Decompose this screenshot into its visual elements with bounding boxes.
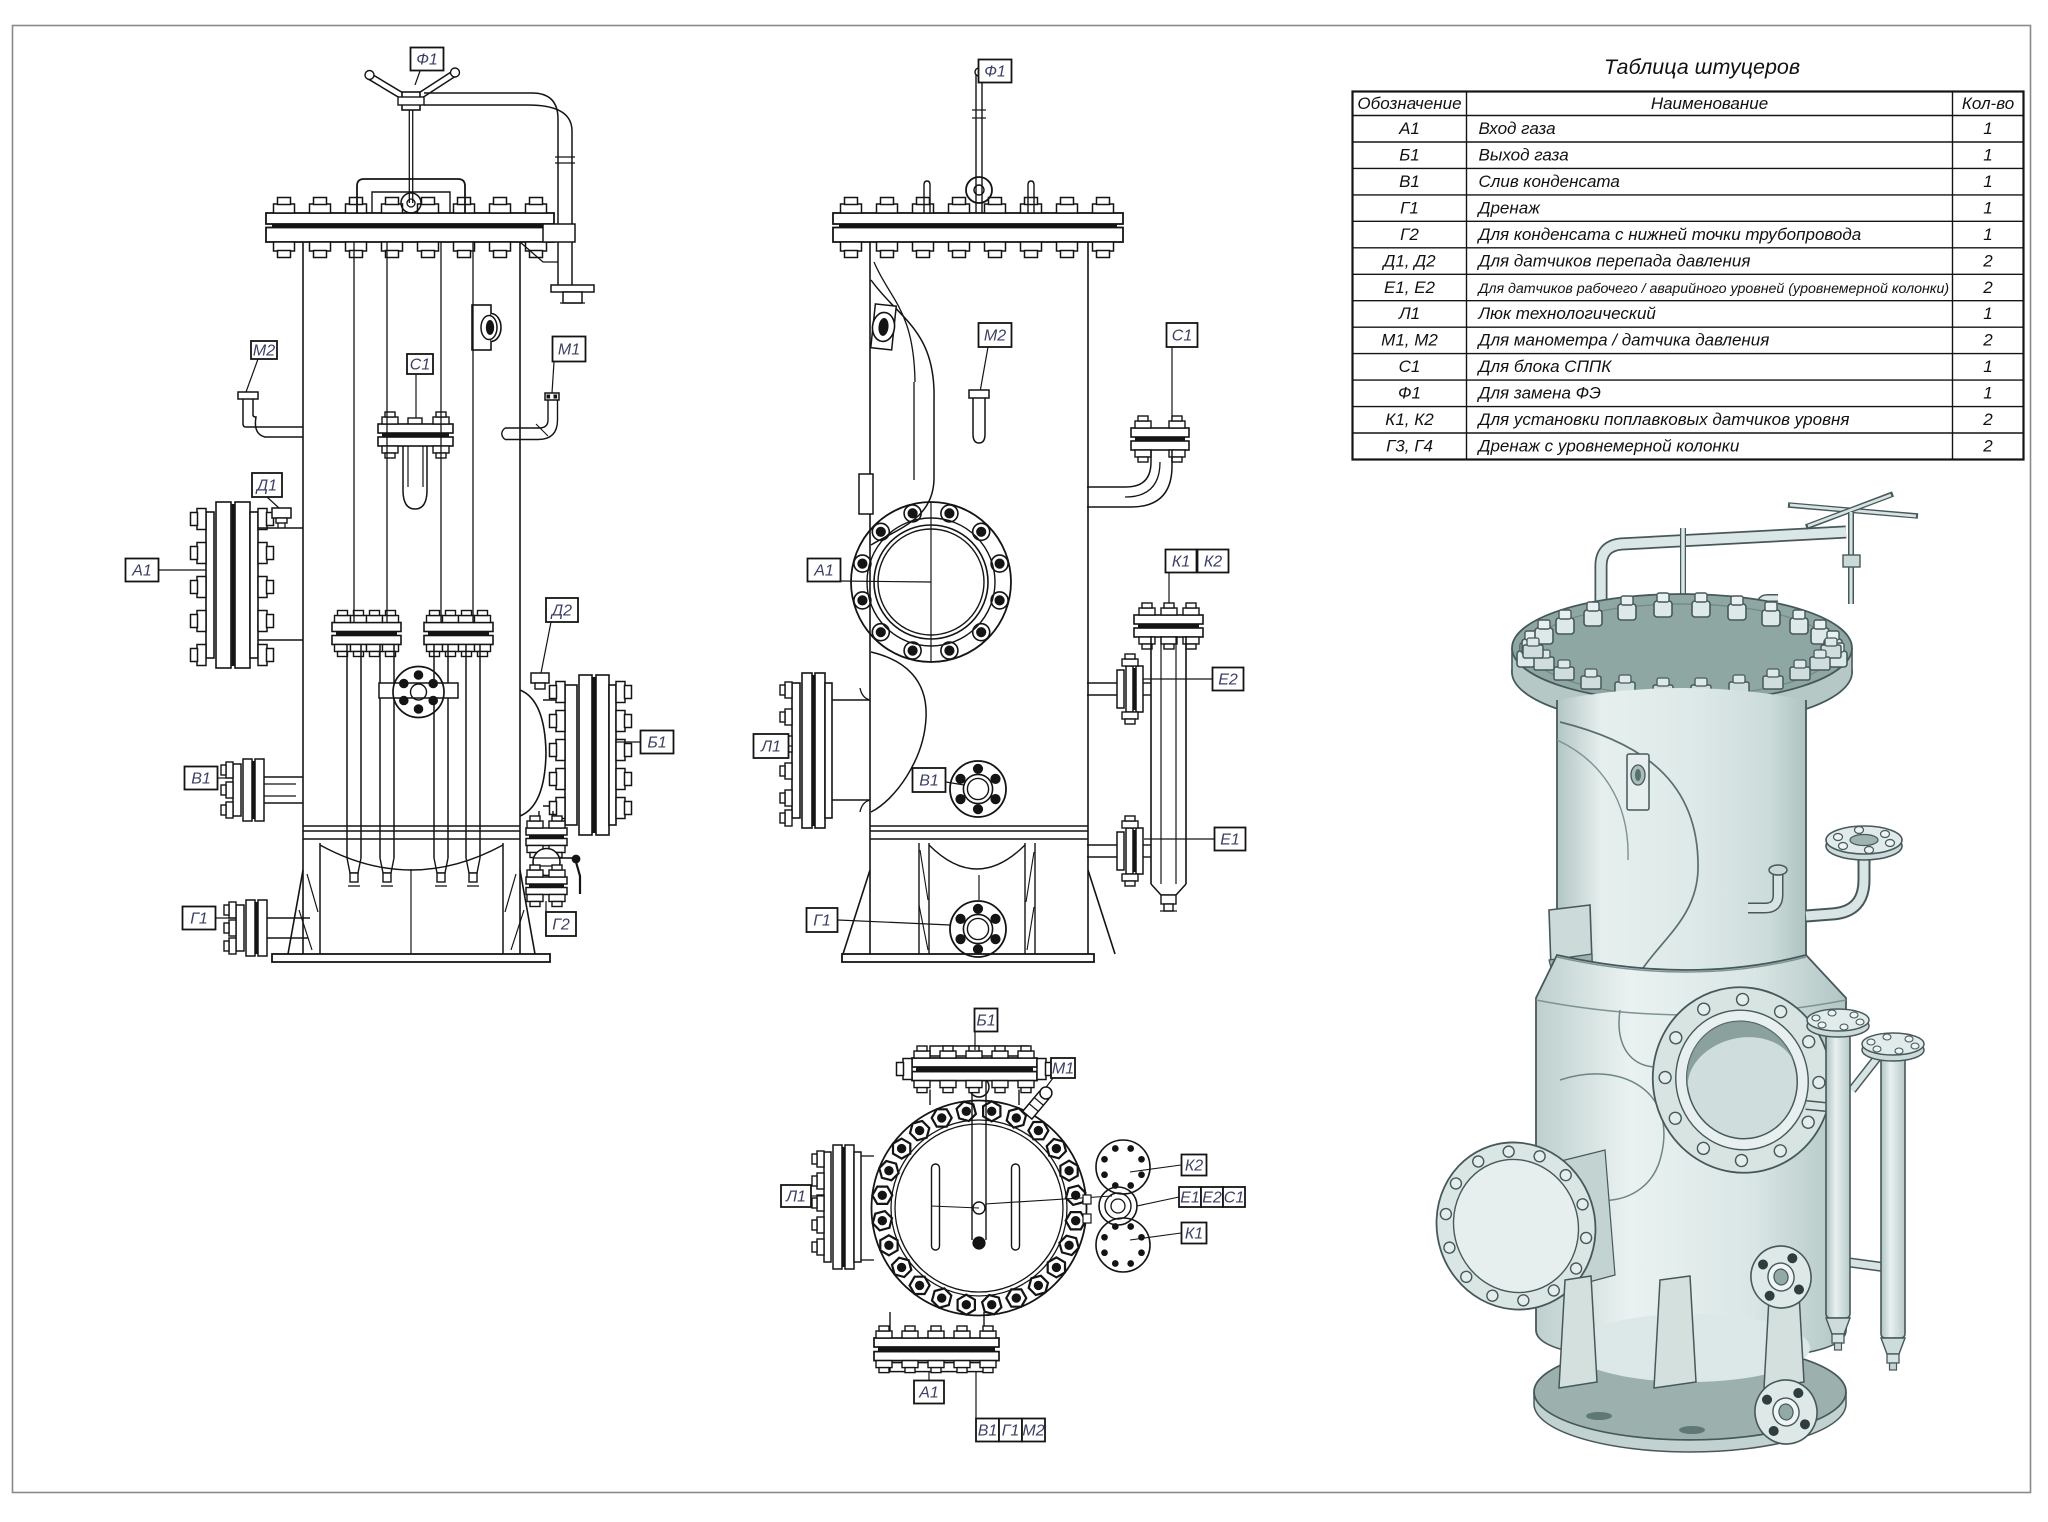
- svg-text:К1: К1: [1172, 554, 1190, 571]
- svg-text:Б1: Б1: [976, 1013, 995, 1030]
- svg-text:Б1: Б1: [1399, 146, 1420, 165]
- svg-text:К2: К2: [1185, 1158, 1203, 1175]
- svg-text:2: 2: [1982, 410, 1993, 429]
- svg-text:1: 1: [1983, 304, 1992, 323]
- svg-text:Обозначение: Обозначение: [1357, 94, 1461, 113]
- svg-text:Наименование: Наименование: [1651, 94, 1768, 113]
- svg-text:Для датчиков перепада давления: Для датчиков перепада давления: [1477, 251, 1751, 270]
- svg-text:1: 1: [1983, 225, 1992, 244]
- svg-text:А1: А1: [813, 563, 834, 580]
- svg-text:Дренаж с уровнемерной колонки: Дренаж с уровнемерной колонки: [1477, 437, 1740, 456]
- svg-text:1: 1: [1983, 357, 1992, 376]
- svg-text:М2: М2: [1022, 1423, 1044, 1440]
- svg-text:В1: В1: [191, 771, 211, 788]
- svg-text:Г1: Г1: [1400, 198, 1419, 217]
- svg-text:Ф1: Ф1: [984, 64, 1006, 81]
- svg-text:С1: С1: [1224, 1190, 1244, 1207]
- svg-text:1: 1: [1983, 384, 1992, 403]
- svg-text:1: 1: [1983, 146, 1992, 165]
- svg-text:Л1: Л1: [785, 1189, 806, 1206]
- svg-text:Е1: Е1: [1220, 832, 1240, 849]
- svg-text:В1: В1: [1399, 172, 1420, 191]
- svg-text:Г2: Г2: [552, 917, 570, 934]
- svg-text:Ф1: Ф1: [1398, 384, 1421, 403]
- svg-text:Е2: Е2: [1218, 672, 1238, 689]
- svg-text:Г2: Г2: [1400, 225, 1419, 244]
- svg-text:К2: К2: [1204, 554, 1222, 571]
- svg-text:2: 2: [1982, 278, 1993, 297]
- svg-text:Д1: Д1: [255, 478, 277, 495]
- svg-text:С1: С1: [1172, 328, 1192, 345]
- svg-text:1: 1: [1983, 119, 1992, 138]
- svg-text:К1, К2: К1, К2: [1385, 410, 1434, 429]
- svg-text:М1, М2: М1, М2: [1381, 331, 1438, 350]
- svg-text:Г1: Г1: [813, 913, 831, 930]
- svg-text:В1: В1: [978, 1423, 998, 1440]
- svg-text:Л1: Л1: [1398, 304, 1420, 323]
- svg-text:Е2: Е2: [1202, 1190, 1222, 1207]
- svg-text:Л1: Л1: [760, 739, 781, 756]
- svg-text:Е1: Е1: [1180, 1190, 1200, 1207]
- svg-text:С1: С1: [1399, 357, 1421, 376]
- svg-text:М1: М1: [1052, 1061, 1074, 1078]
- svg-text:К1: К1: [1185, 1226, 1203, 1243]
- svg-text:М1: М1: [558, 342, 580, 359]
- svg-text:Г3, Г4: Г3, Г4: [1386, 437, 1433, 456]
- svg-text:2: 2: [1982, 331, 1993, 350]
- svg-text:1: 1: [1983, 172, 1992, 191]
- svg-text:Для конденсата с нижней точки: Для конденсата с нижней точки трубопрово…: [1477, 225, 1862, 244]
- svg-text:Дренаж: Дренаж: [1477, 198, 1542, 217]
- svg-text:Для блока СППК: Для блока СППК: [1477, 357, 1613, 376]
- svg-text:С1: С1: [410, 357, 430, 374]
- svg-text:Люк технологический: Люк технологический: [1478, 304, 1657, 323]
- svg-text:Для датчиков рабочего / аварий: Для датчиков рабочего / аварийного уровн…: [1477, 281, 1950, 297]
- svg-text:Выход газа: Выход газа: [1479, 146, 1569, 165]
- svg-text:Г1: Г1: [190, 911, 208, 928]
- svg-text:А1: А1: [131, 563, 152, 580]
- svg-text:М2: М2: [253, 343, 275, 360]
- svg-text:А1: А1: [918, 1385, 939, 1402]
- svg-text:1: 1: [1983, 198, 1992, 217]
- svg-text:В1: В1: [919, 773, 939, 790]
- svg-text:Для замена ФЭ: Для замена ФЭ: [1477, 384, 1602, 403]
- svg-text:А1: А1: [1398, 119, 1420, 138]
- svg-text:Г1: Г1: [1002, 1423, 1020, 1440]
- svg-text:Таблица штуцеров: Таблица штуцеров: [1604, 55, 1800, 79]
- svg-text:Д1, Д2: Д1, Д2: [1381, 251, 1436, 270]
- svg-text:Слив конденсата: Слив конденсата: [1479, 172, 1620, 191]
- svg-text:Для манометра / датчика давлен: Для манометра / датчика давления: [1477, 331, 1770, 350]
- svg-text:Вход газа: Вход газа: [1479, 119, 1556, 138]
- svg-text:Ф1: Ф1: [416, 52, 438, 69]
- svg-text:Е1, Е2: Е1, Е2: [1384, 278, 1436, 297]
- svg-text:Д2: Д2: [550, 603, 572, 620]
- svg-text:2: 2: [1982, 437, 1993, 456]
- svg-text:2: 2: [1982, 251, 1993, 270]
- svg-text:М2: М2: [984, 328, 1006, 345]
- svg-text:Для установки поплавковых датч: Для установки поплавковых датчиков уровн…: [1477, 410, 1850, 429]
- svg-text:Кол-во: Кол-во: [1962, 94, 2014, 113]
- svg-text:Б1: Б1: [647, 735, 666, 752]
